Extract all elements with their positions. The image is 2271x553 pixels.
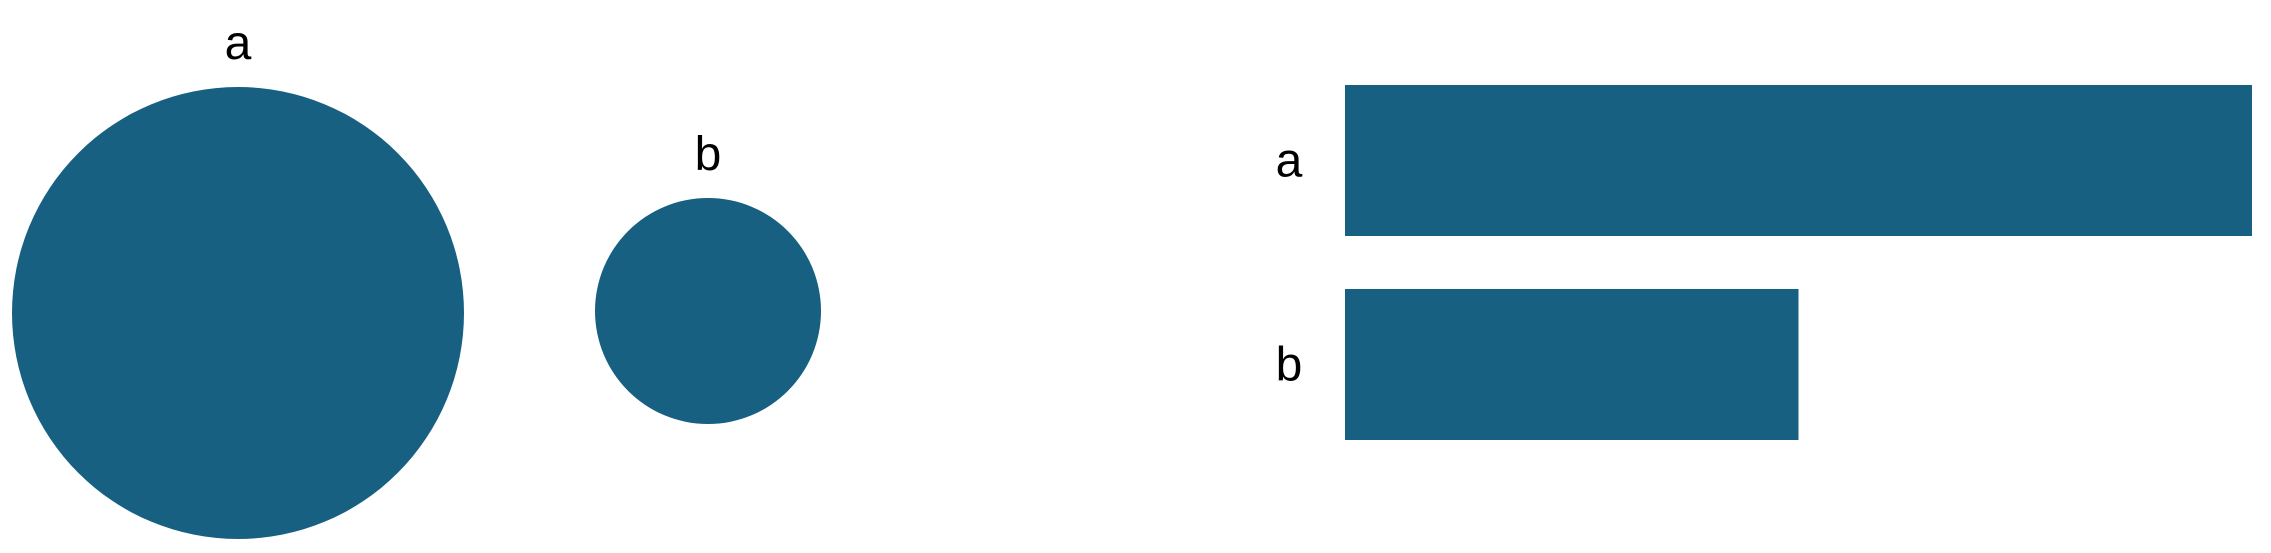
- bubble-chart: ab: [12, 17, 821, 539]
- bar-a: [1345, 85, 2252, 236]
- bar-label-b: b: [1276, 339, 1303, 392]
- bubble-a: [12, 87, 464, 539]
- bubble-b: [595, 198, 821, 424]
- bubble-label-b: b: [695, 128, 722, 181]
- bar-b: [1345, 289, 1799, 440]
- bar-chart: ab: [1276, 85, 2252, 440]
- bubble-label-a: a: [225, 17, 252, 70]
- bar-label-a: a: [1276, 135, 1303, 188]
